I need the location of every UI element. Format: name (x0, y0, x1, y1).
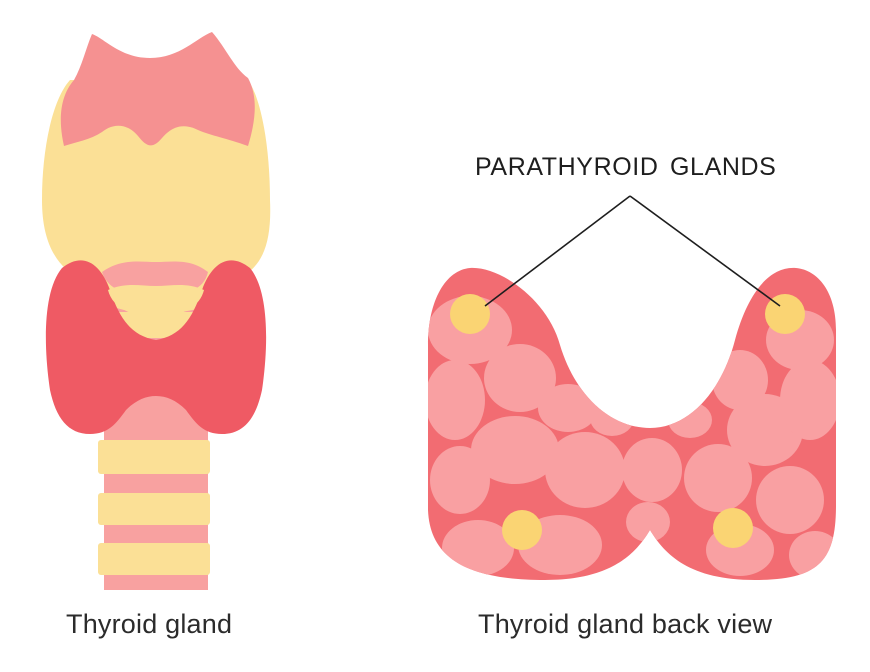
caption-front-view: Thyroid gland (66, 609, 233, 639)
lobule (668, 402, 712, 438)
lobule (545, 432, 625, 508)
thyroid-gland-front (45, 260, 267, 434)
lobule (712, 350, 768, 410)
parathyroid-gland-upper-right (765, 294, 805, 334)
lobule (789, 531, 836, 579)
callout-line-right (629, 195, 781, 307)
caption-back-view: Thyroid gland back view (478, 609, 773, 639)
trachea-ring (98, 493, 210, 525)
lobule (430, 446, 490, 514)
callout-label: PARATHYROID GLANDS (475, 153, 777, 181)
trachea-ring (98, 543, 210, 575)
lobule (780, 360, 836, 440)
lobule (538, 384, 598, 432)
parathyroid-gland-lower-left (502, 510, 542, 550)
trachea-ring (98, 440, 210, 474)
back-view (428, 195, 836, 580)
lobule (484, 344, 556, 412)
lobule (684, 444, 752, 512)
epiglottis (60, 32, 255, 146)
trachea-front-inner (108, 285, 204, 318)
lobule (428, 360, 485, 440)
lobule (442, 520, 514, 576)
lobule (622, 438, 682, 502)
front-view (42, 32, 271, 590)
callout-line-left (484, 195, 631, 307)
parathyroid-gland-upper-left (450, 294, 490, 334)
lobule (756, 466, 824, 534)
lobule (626, 502, 670, 542)
parathyroid-gland-lower-right (713, 508, 753, 548)
thyroid-cartilage (42, 80, 271, 314)
lobule (590, 400, 634, 436)
lobule (471, 416, 559, 484)
